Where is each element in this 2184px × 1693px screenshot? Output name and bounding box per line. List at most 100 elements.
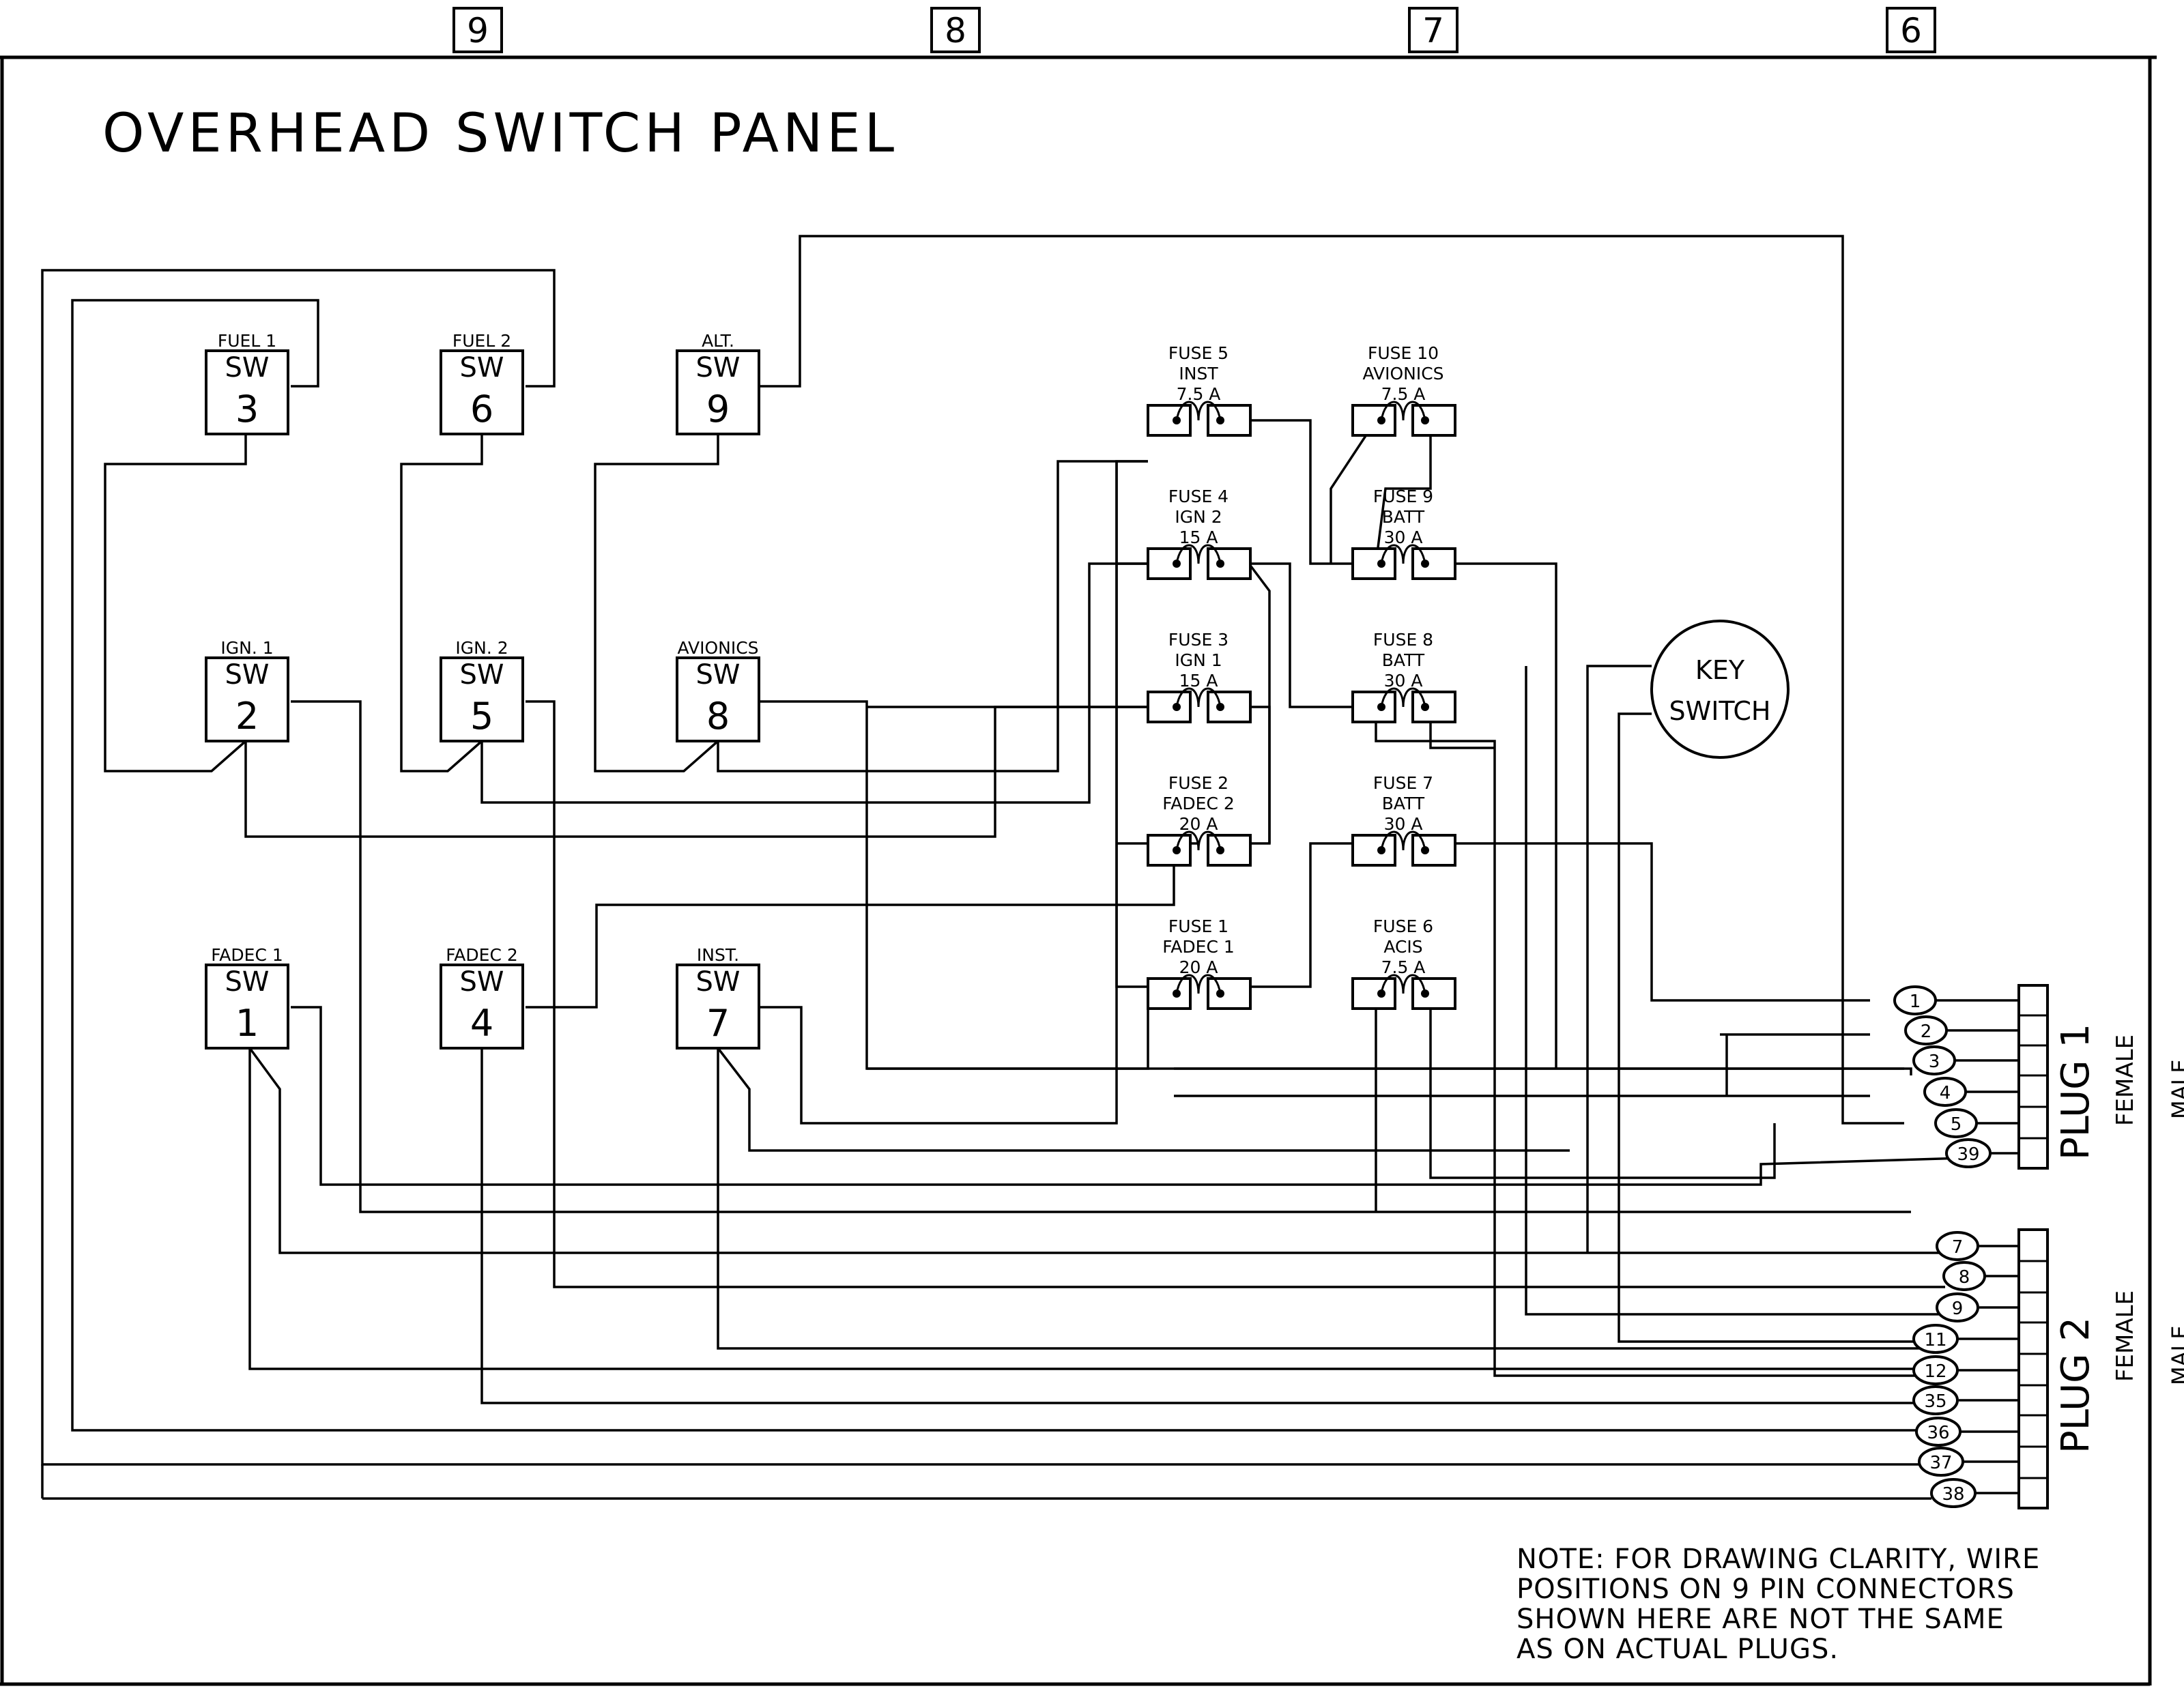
fuse-9: FUSE 9 BATT 30 A	[1351, 487, 1456, 580]
key-switch-line1: KEY	[1695, 655, 1745, 685]
switches: FUEL 1 SW 3 FUEL 2 SW 6 ALT. SW 9 IGN. 1…	[205, 331, 760, 1050]
switch-label: FADEC 1	[211, 945, 283, 965]
switch-sw-text: SW	[460, 966, 504, 998]
switch-label: FADEC 2	[446, 945, 518, 965]
switch-sw8: AVIONICS SW 8	[676, 638, 760, 742]
fuse-7: FUSE 7 BATT 30 A	[1351, 773, 1456, 867]
zone-marker-7: 7	[1422, 11, 1444, 50]
pin-label: 2	[1921, 1022, 1932, 1042]
fuse-name: FUSE 10	[1368, 343, 1439, 363]
pin-label: 7	[1952, 1237, 1964, 1258]
fuse-5: FUSE 5 INST 7.5 A	[1147, 343, 1252, 437]
fuse-rating: 30 A	[1384, 814, 1423, 834]
fuse-rating: 20 A	[1179, 957, 1218, 977]
pin-label: 5	[1951, 1114, 1962, 1135]
plug-2-title: PLUG 2	[2054, 1317, 2098, 1453]
pin-label: 39	[1957, 1144, 1979, 1165]
switch-label: ALT.	[702, 331, 734, 351]
switch-number: 2	[235, 695, 259, 738]
fuse-2: FUSE 2 FADEC 2 20 A	[1147, 773, 1252, 867]
fuse-name: FUSE 5	[1168, 343, 1228, 363]
switch-sw9: ALT. SW 9	[676, 331, 760, 435]
switch-sw1: FADEC 1 SW 1	[205, 945, 289, 1050]
plug-2-pin-35: 35	[1912, 1385, 1959, 1415]
pin-label: 4	[1940, 1083, 1951, 1103]
switch-sw-text: SW	[225, 352, 270, 384]
switch-sw2: IGN. 1 SW 2	[205, 638, 289, 742]
plug-2-pin-11: 11	[1912, 1324, 1959, 1354]
fuse-name: FUSE 1	[1168, 916, 1228, 936]
switch-sw7: INST. SW 7	[676, 945, 760, 1050]
page-title: OVERHEAD SWITCH PANEL	[102, 103, 898, 164]
switch-label: IGN. 1	[220, 638, 273, 658]
pin-label: 38	[1942, 1484, 1964, 1505]
fuse-rating: 15 A	[1179, 527, 1218, 547]
fuses: FUSE 5 INST 7.5 A FUSE 4 IGN 2 15 A FUSE…	[1147, 343, 1456, 1010]
pin-label: 36	[1927, 1423, 1949, 1443]
switch-sw-text: SW	[225, 659, 270, 691]
fuse-rating: 7.5 A	[1381, 957, 1426, 977]
zone-markers: 9 8 7 6	[452, 7, 1936, 53]
edge-label-male-1: MALE	[2167, 1059, 2184, 1119]
fuse-name: FUSE 3	[1168, 630, 1228, 650]
fuse-name: FUSE 9	[1373, 487, 1433, 506]
note-line-2: POSITIONS ON 9 PIN CONNECTORS	[1517, 1574, 2015, 1605]
switch-sw4: FADEC 2 SW 4	[440, 945, 524, 1050]
switch-label: IGN. 2	[455, 638, 508, 658]
pin-label: 1	[1910, 992, 1921, 1012]
fuse-3: FUSE 3 IGN 1 15 A	[1147, 630, 1252, 723]
zone-marker-9: 9	[467, 11, 489, 50]
key-switch-line2: SWITCH	[1669, 696, 1771, 726]
fuse-desc: BATT	[1382, 650, 1425, 670]
plug-2-pin-38: 38	[1930, 1478, 1977, 1508]
fuse-desc: ACIS	[1383, 937, 1422, 957]
plug-1-pin-1: 1	[1893, 985, 1937, 1015]
switch-sw3: FUEL 1 SW 3	[205, 331, 289, 435]
wiring	[41, 235, 2020, 1500]
fuse-desc: FADEC 1	[1162, 937, 1235, 957]
switch-sw-text: SW	[225, 966, 270, 998]
plug-2-pin-9: 9	[1936, 1292, 1979, 1322]
fuse-name: FUSE 4	[1168, 487, 1228, 506]
zone-marker-6: 6	[1900, 11, 1922, 50]
fuse-desc: AVIONICS	[1362, 364, 1443, 384]
switch-sw-text: SW	[696, 352, 741, 384]
note-line-3: SHOWN HERE ARE NOT THE SAME	[1517, 1604, 2005, 1635]
zone-marker-8: 8	[945, 11, 966, 50]
fuse-desc: BATT	[1382, 507, 1425, 527]
plug-2: PLUG 2 FEMALE 7 8 9 11 12 35 36	[1912, 1228, 2139, 1509]
fuse-1: FUSE 1 FADEC 1 20 A	[1147, 916, 1252, 1010]
plug-2-pin-12: 12	[1912, 1355, 1959, 1385]
pin-label: 37	[1929, 1453, 1952, 1473]
fuse-desc: FADEC 2	[1162, 794, 1235, 813]
switch-number: 6	[470, 388, 493, 431]
fuse-desc: INST	[1179, 364, 1218, 384]
switch-number: 7	[706, 1002, 730, 1045]
plug-1-pin-39: 39	[1945, 1138, 1992, 1168]
plug-1-pin-5: 5	[1934, 1108, 1978, 1138]
fuse-desc: IGN 1	[1175, 650, 1222, 670]
switch-label: FUEL 1	[218, 331, 276, 351]
switch-number: 4	[470, 1002, 493, 1045]
note-line-1: NOTE: FOR DRAWING CLARITY, WIRE	[1517, 1544, 2040, 1575]
plug-2-pin-8: 8	[1942, 1261, 1986, 1291]
fuse-rating: 15 A	[1179, 671, 1218, 691]
plug-2-pin-36: 36	[1915, 1417, 1962, 1447]
fuse-name: FUSE 7	[1373, 773, 1433, 793]
fuse-6: FUSE 6 ACIS 7.5 A	[1351, 916, 1456, 1010]
fuse-name: FUSE 2	[1168, 773, 1228, 793]
switch-number: 3	[235, 388, 259, 431]
pin-label: 11	[1924, 1330, 1946, 1350]
fuse-rating: 7.5 A	[1381, 384, 1426, 404]
note: NOTE: FOR DRAWING CLARITY, WIRE POSITION…	[1517, 1544, 2040, 1665]
fuse-10: FUSE 10 AVIONICS 7.5 A	[1351, 343, 1456, 437]
fuse-rating: 20 A	[1179, 814, 1218, 834]
plug-2-pin-37: 37	[1918, 1447, 1964, 1477]
switch-number: 5	[470, 695, 493, 738]
switch-number: 9	[706, 388, 730, 431]
switch-sw-text: SW	[696, 659, 741, 691]
pin-label: 12	[1924, 1361, 1946, 1382]
pin-label: 9	[1952, 1299, 1964, 1319]
plug-1: PLUG 1 FEMALE 1 2 3 4 5 39	[1893, 984, 2139, 1170]
